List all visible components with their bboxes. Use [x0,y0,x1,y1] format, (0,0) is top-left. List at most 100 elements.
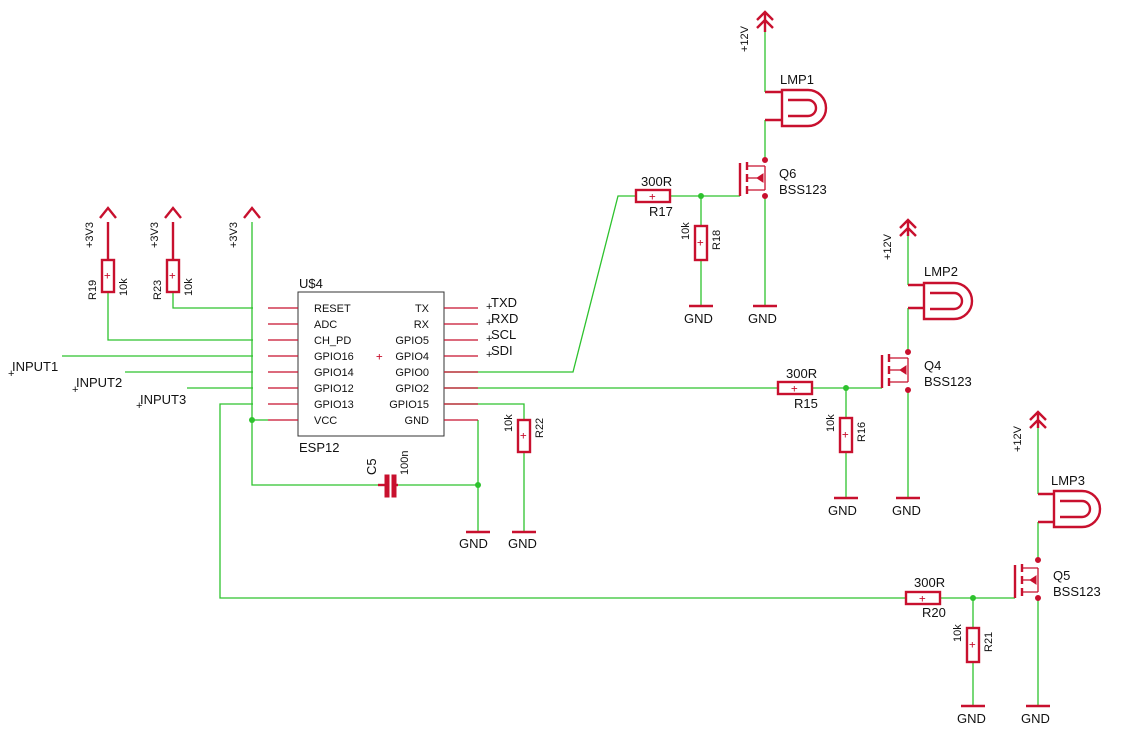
pin-gnd: GND [405,415,430,427]
ground-q6: GND [748,304,777,326]
lamp-lmp1: LMP1 [765,72,828,128]
net-cross: + [486,317,492,329]
mosfet-name: Q4 [924,358,941,373]
net-label-sdi: SDI [491,343,513,358]
svg-text:+: + [169,269,176,282]
resistor-value: 300R [786,366,817,381]
mosfet-value: BSS123 [1053,584,1101,599]
lamp-lmp3: LMP3 [1038,473,1102,529]
resistor-name: R21 [983,632,995,652]
lamp-name: LMP1 [780,72,814,87]
resistor-r18: + 10k R18 [680,222,723,262]
mosfet-name: Q6 [779,166,796,181]
svg-text:+: + [969,638,976,651]
ground-q5: GND [1021,704,1050,726]
resistor-r23: + R23 10k [152,258,195,300]
pin-vcc: VCC [314,415,337,427]
supply-label: +3V3 [228,222,240,248]
resistor-r15: + 300R R15 [776,366,818,411]
ground-label: GND [957,711,986,726]
resistor-name: R20 [922,605,946,620]
pin-tx: TX [415,303,430,315]
mosfet-q5: Q5 BSS123 [1013,557,1101,601]
ground-r18: GND [684,304,713,326]
resistor-value: 10k [118,278,130,296]
resistor-name: R19 [87,280,99,300]
ground-label: GND [1021,711,1050,726]
supply-12v-lmp2: +12V [882,218,917,260]
supply-12v-lmp1: +12V [739,10,774,52]
pin-gpio0: GPIO0 [395,367,429,379]
ground-r21: GND [957,704,986,726]
resistor-name: R22 [534,418,546,438]
origin-cross: + [376,350,383,363]
supply-label: +3V3 [149,222,161,248]
net-label-txd: TXD [491,295,517,310]
resistor-r16: + 10k R16 [825,414,868,454]
net-label-input3: INPUT3 [140,392,186,407]
ic-value: ESP12 [299,440,339,455]
resistor-value: 10k [825,414,837,432]
resistor-r17: + 300R R17 [634,174,673,219]
svg-text:+: + [919,592,926,605]
resistor-r19: + R19 10k [87,258,130,300]
net-cross: + [136,400,142,412]
resistor-value: 10k [680,222,692,240]
mosfet-value: BSS123 [779,182,827,197]
resistor-value: 300R [914,575,945,590]
supply-label: +3V3 [84,222,96,248]
pin-gpio5: GPIO5 [395,335,429,347]
net-cross: + [8,368,14,380]
pin-ch-pd: CH_PD [314,335,351,347]
pin-gpio15: GPIO15 [389,399,429,411]
pin-rx: RX [414,319,430,331]
resistor-value: 10k [503,414,515,432]
net-label-scl: SCL [491,327,516,342]
lamp-lmp2: LMP2 [908,264,974,321]
resistor-r20: + 300R R20 [904,575,946,620]
svg-text:+: + [697,236,704,249]
supply-label: +12V [1012,425,1024,452]
pin-gpio13: GPIO13 [314,399,354,411]
ground-r22: GND [508,530,537,551]
mosfet-name: Q5 [1053,568,1070,583]
mosfet-q4: Q4 BSS123 [880,349,972,393]
svg-text:+: + [520,429,527,442]
supply-12v-lmp3: +12V [1012,410,1047,452]
resistor-value: 10k [952,624,964,642]
net-labels: TXD RXD SCL SDI + + + + INPUT1 INPUT2 IN… [8,295,518,412]
wires [62,32,1039,706]
ground-q4: GND [892,496,921,518]
supply-label: +12V [739,25,751,52]
svg-text:+: + [842,428,849,441]
pin-gpio14: GPIO14 [314,367,354,379]
lamp-name: LMP2 [924,264,958,279]
supply-label: +12V [882,233,894,260]
net-label-input1: INPUT1 [12,359,58,374]
pin-reset: RESET [314,303,351,315]
svg-text:+: + [649,190,656,203]
resistor-name: R18 [711,230,723,250]
resistor-value: 10k [183,278,195,296]
resistor-r22: + 10k R22 [503,414,546,454]
mosfet-value: BSS123 [924,374,972,389]
resistor-name: R16 [856,422,868,442]
pin-gpio2: GPIO2 [395,383,429,395]
svg-text:+: + [791,382,798,395]
ground-label: GND [508,536,537,551]
net-label-rxd: RXD [491,311,518,326]
net-label-input2: INPUT2 [76,375,122,390]
ic-name: U$4 [299,276,323,291]
ground-c5: GND [459,530,490,551]
net-cross: + [486,301,492,313]
capacitor-value: 100n [399,451,411,475]
resistor-r21: + 10k R21 [952,624,995,664]
resistor-name: R23 [152,280,164,300]
resistor-name: R17 [649,204,673,219]
pin-gpio4: GPIO4 [395,351,429,363]
svg-text:+: + [104,269,111,282]
net-cross: + [486,333,492,345]
ground-r16: GND [828,496,858,518]
ground-label: GND [748,311,777,326]
